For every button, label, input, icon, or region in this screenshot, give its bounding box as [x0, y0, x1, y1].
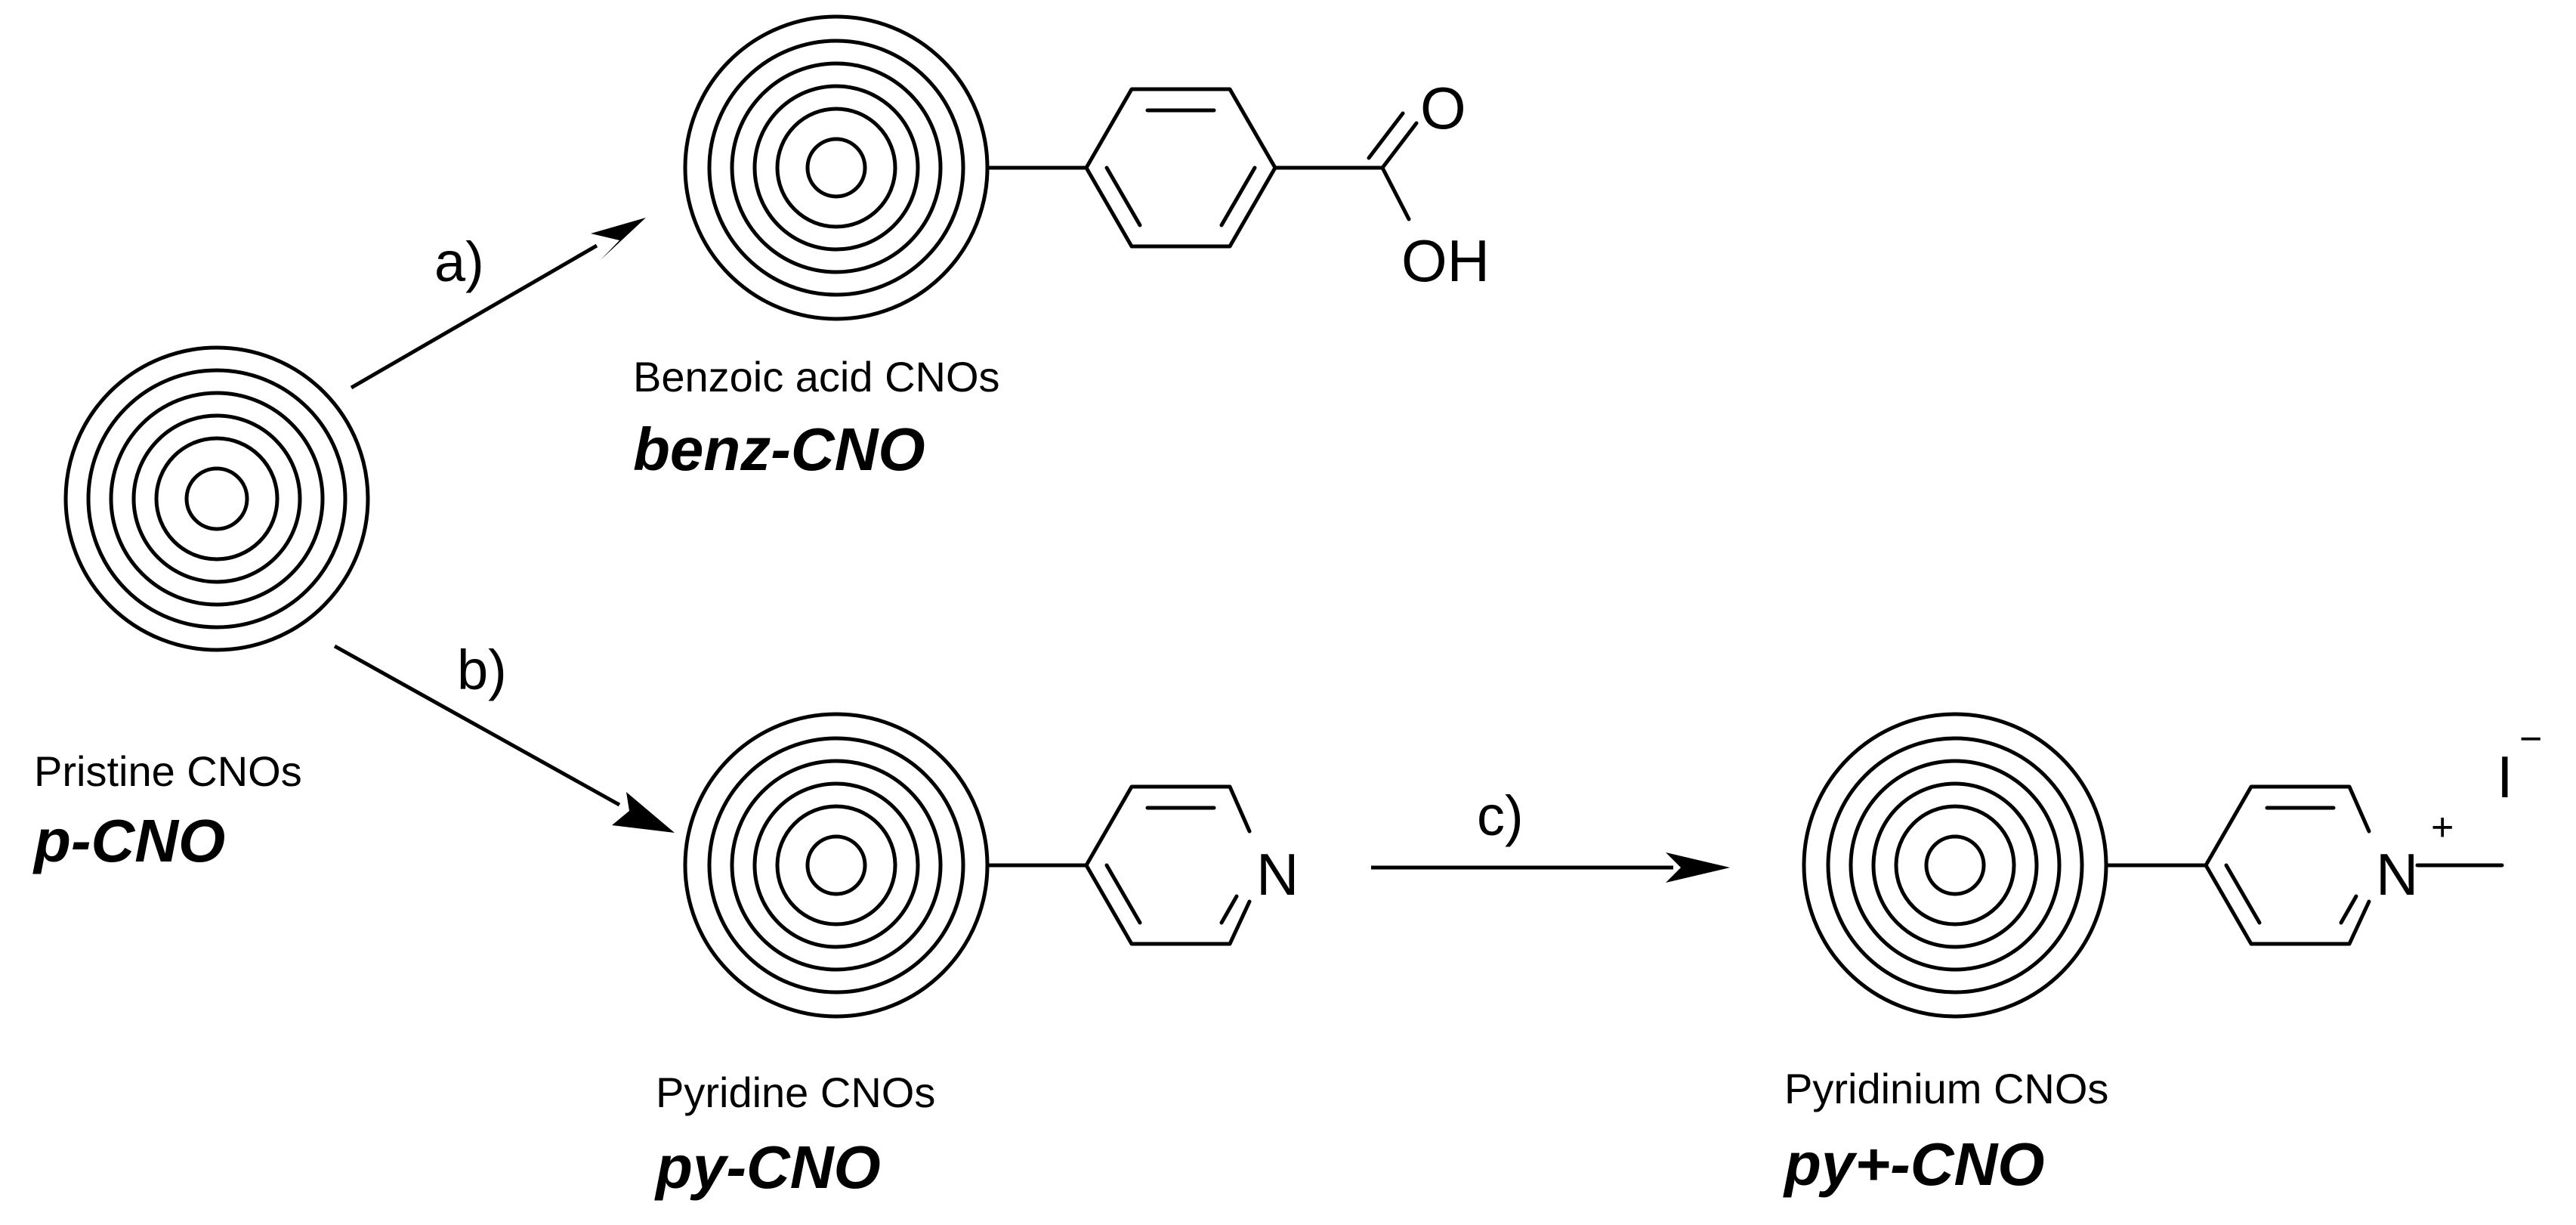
- arrow-b: [333, 644, 675, 833]
- iodide-counterion: I: [2497, 744, 2513, 810]
- benz-cno-onion: [683, 14, 990, 321]
- step-label-b: b): [457, 639, 507, 701]
- py-cno-onion: [683, 712, 990, 1019]
- pyridine-nitrogen-atom: N: [1256, 841, 1299, 908]
- negative-charge: −: [2519, 717, 2542, 761]
- carbonyl-oxygen-atom: O: [1420, 75, 1466, 141]
- pristine-cno-code: p-CNO: [32, 807, 225, 874]
- pristine-cno-name: Pristine CNOs: [34, 747, 302, 795]
- py-plus-cno-name: Pyridinium CNOs: [1784, 1065, 2108, 1112]
- pyridinium-nitrogen-atom: N: [2376, 841, 2418, 908]
- py-cno-name: Pyridine CNOs: [656, 1069, 935, 1116]
- hydroxyl-group: OH: [1401, 227, 1490, 294]
- step-label-a: a): [434, 230, 484, 293]
- benz-cno-name: Benzoic acid CNOs: [633, 353, 1000, 401]
- pyridinium-group: [2104, 784, 2504, 946]
- step-label-c: c): [1477, 784, 1524, 847]
- benzoic-acid-group: [985, 87, 1419, 249]
- arrow-c: [1371, 852, 1730, 883]
- arrow-a: [350, 218, 646, 390]
- pristine-cno-onion: [63, 345, 370, 652]
- benz-cno-code: benz-CNO: [633, 416, 925, 483]
- pyridine-group: [985, 784, 1252, 946]
- py-cno-code: py-CNO: [654, 1134, 881, 1201]
- py-plus-cno-onion: [1802, 712, 2108, 1019]
- positive-charge: +: [2431, 806, 2454, 849]
- py-plus-cno-code: py+-CNO: [1783, 1131, 2045, 1198]
